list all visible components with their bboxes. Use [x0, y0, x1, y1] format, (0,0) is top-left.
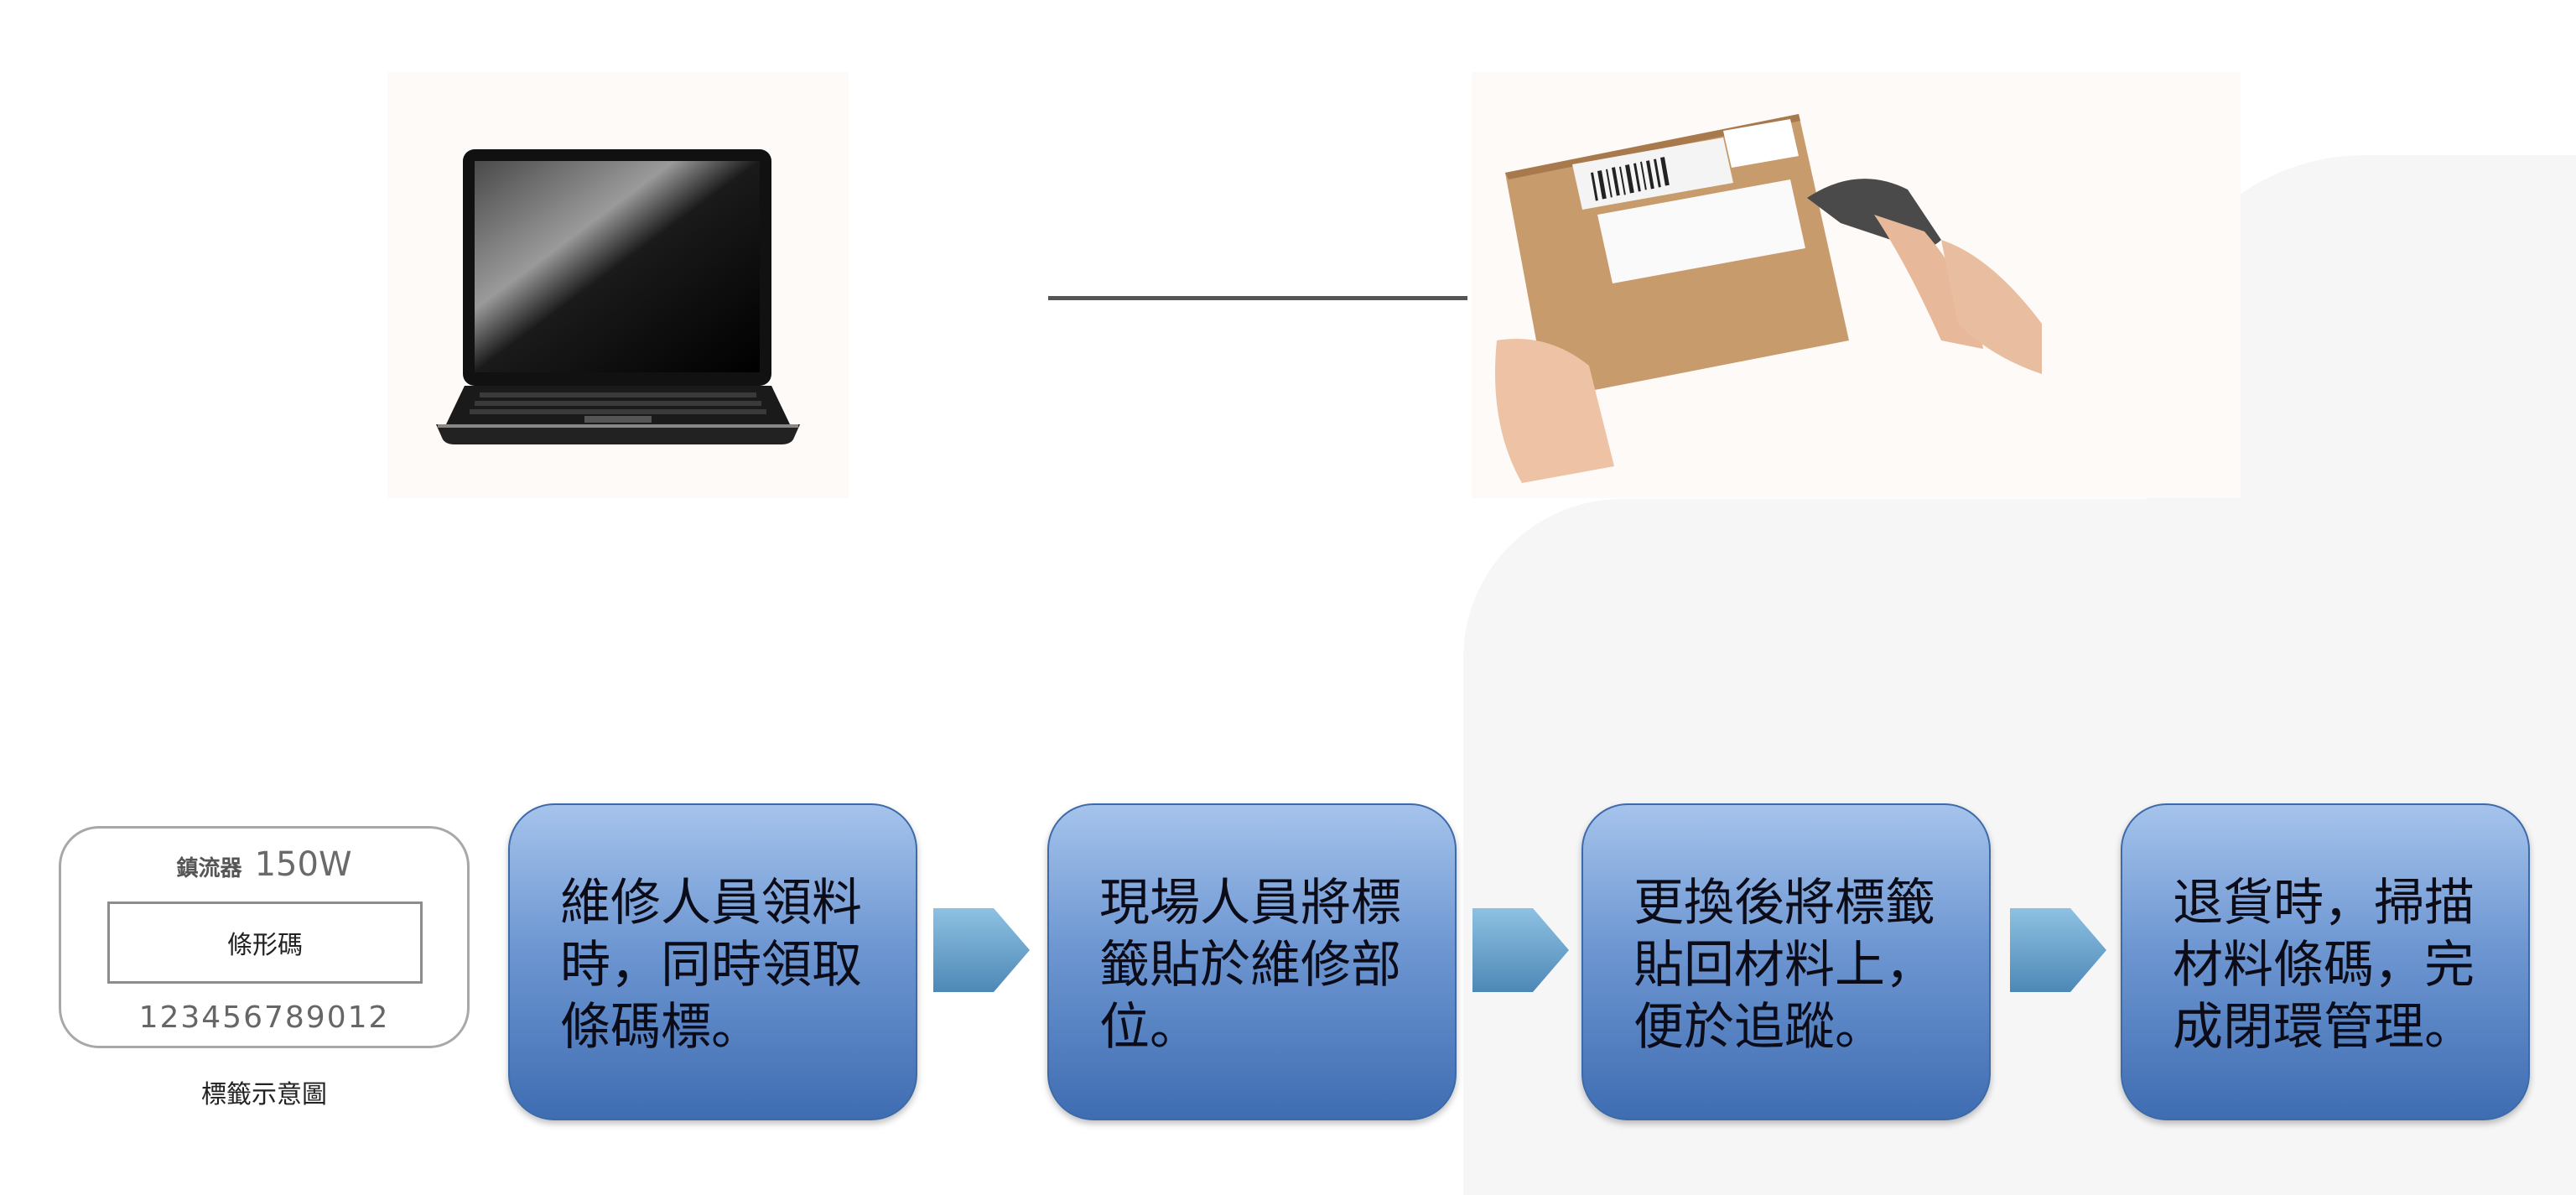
step-text-1: 維修人員領料時，同時領取條碼標。 [560, 874, 862, 1057]
serial-number: 123456789012 [138, 1000, 390, 1035]
step-box-3: 更換後將標籤貼回材料上，便於追蹤。 [1581, 803, 1991, 1120]
connector-line [1048, 296, 1467, 300]
step-text-2: 現場人員將標籤貼於維修部位。 [1099, 874, 1401, 1057]
barcode-label: 條形碼 [227, 931, 303, 960]
barcode-scanner-icon [1495, 114, 2042, 483]
laptop-icon [436, 149, 800, 444]
scanner-image [1472, 72, 2241, 498]
arrow-right-icon [1472, 908, 1569, 992]
wattage: 150W [254, 845, 352, 884]
device-name: 鎮流器 [176, 856, 242, 881]
label-caption: 標籤示意圖 [201, 1080, 327, 1109]
step-text-3: 更換後將標籤貼回材料上，便於追蹤。 [1633, 874, 1935, 1057]
arrow-right-icon [2010, 908, 2106, 992]
label-sample: 鎮流器 150W 條形碼 123456789012 [59, 826, 470, 1048]
step-box-1: 維修人員領料時，同時領取條碼標。 [508, 803, 917, 1120]
arrow-right-icon [933, 908, 1030, 992]
barcode-box: 條形碼 [107, 901, 423, 984]
step-box-4: 退貨時，掃描材料條碼，完成閉環管理。 [2121, 803, 2530, 1120]
label-header: 鎮流器 150W [61, 845, 467, 884]
laptop-image [387, 72, 849, 498]
step-box-2: 現場人員將標籤貼於維修部位。 [1047, 803, 1457, 1120]
step-text-4: 退貨時，掃描材料條碼，完成閉環管理。 [2173, 874, 2475, 1057]
